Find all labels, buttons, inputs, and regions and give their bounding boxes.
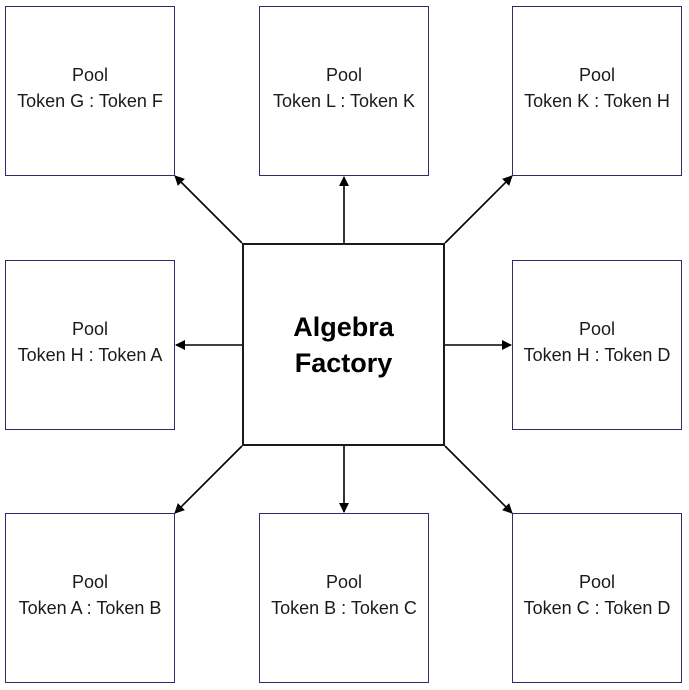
pool-top-left: Pool Token G : Token F	[5, 6, 175, 176]
pool-top-center: Pool Token L : Token K	[259, 6, 429, 176]
pool-token-pair: Token A : Token B	[18, 598, 162, 618]
pool-token-pair: Token K : Token H	[524, 91, 670, 111]
pool-bottom-center: Pool Token B : Token C	[259, 513, 429, 683]
pool-title: Pool	[325, 65, 363, 85]
algebra-factory-box: Algebra Factory	[242, 243, 445, 446]
pool-title: Pool	[578, 319, 616, 339]
pool-token-pair: Token L : Token K	[272, 91, 416, 111]
pool-token-pair: Token B : Token C	[271, 598, 417, 618]
arrow-to-top-right	[444, 175, 513, 244]
pool-title: Pool	[578, 572, 616, 592]
arrow-to-top-left	[174, 175, 243, 244]
pool-token-pair: Token C : Token D	[523, 598, 671, 618]
arrow-to-bottom-right	[444, 445, 513, 514]
factory-label-line2: Factory	[294, 347, 393, 378]
pool-bottom-left: Pool Token A : Token B	[5, 513, 175, 683]
arrow-to-bottom-left	[174, 445, 243, 514]
pool-bottom-right: Pool Token C : Token D	[512, 513, 682, 683]
pool-middle-right: Pool Token H : Token D	[512, 260, 682, 430]
pool-title: Pool	[71, 319, 109, 339]
pool-title: Pool	[578, 65, 616, 85]
pool-top-right: Pool Token K : Token H	[512, 6, 682, 176]
pool-token-pair: Token H : Token A	[17, 345, 163, 365]
factory-label-line1: Algebra	[293, 311, 394, 342]
pool-title: Pool	[71, 572, 109, 592]
pool-title: Pool	[325, 572, 363, 592]
pool-token-pair: Token H : Token D	[523, 345, 671, 365]
pool-middle-left: Pool Token H : Token A	[5, 260, 175, 430]
pool-token-pair: Token G : Token F	[17, 91, 163, 111]
pool-title: Pool	[71, 65, 109, 85]
